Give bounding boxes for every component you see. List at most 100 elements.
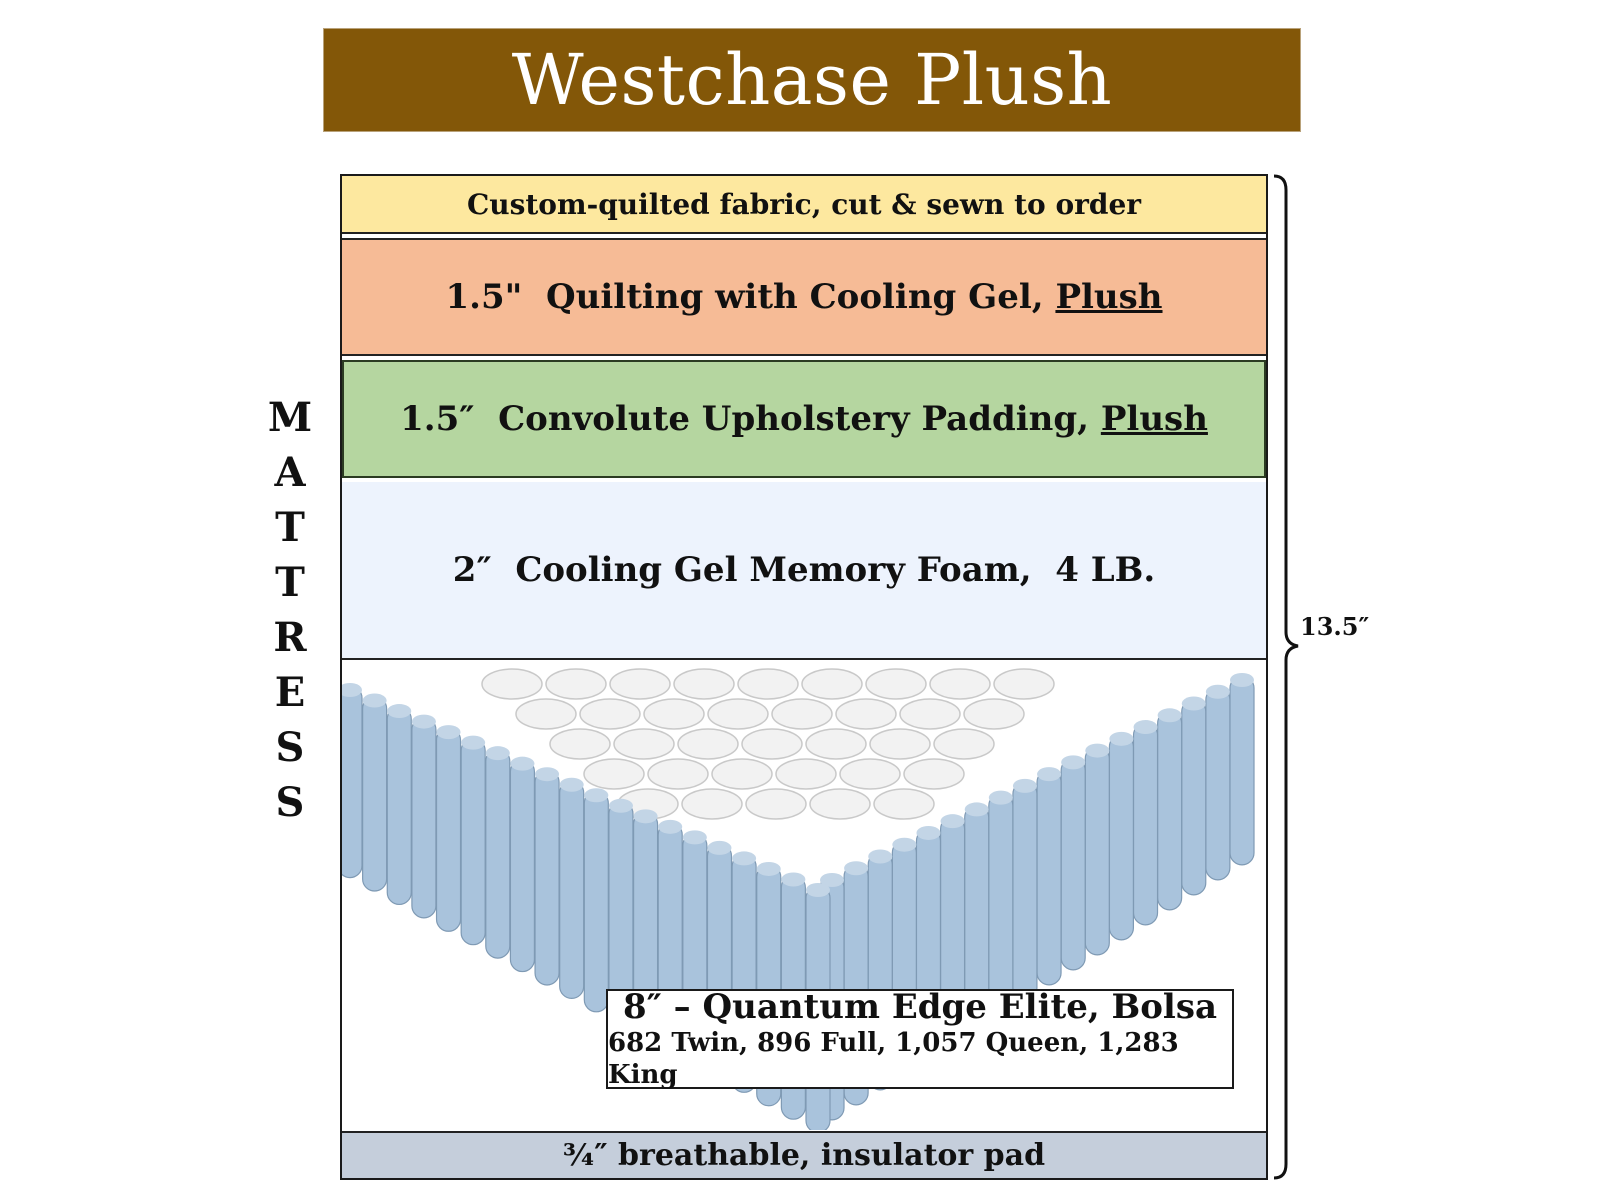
edge-coil-cap [1230,673,1254,687]
edge-coil [460,738,486,946]
edge-coil [1181,698,1207,896]
edge-coil-cap [707,840,732,855]
edge-coil-cap [535,767,560,782]
edge-coil [485,748,511,959]
edge-coil [534,769,560,986]
side-label-mattress: M A T T R E S S [262,390,318,830]
edge-coil-cap [362,693,387,708]
edge-coil [1108,734,1135,941]
edge-coil-cap [633,809,658,824]
coil-top [609,668,671,700]
edge-coil-cap [1205,684,1230,699]
edge-coil [362,695,388,892]
layer-quilting: 1.5" Quilting with Cooling Gel, Plush [342,238,1266,356]
edge-coil [386,706,412,906]
side-letter: S [275,724,305,771]
edge-coil [583,790,609,1013]
side-letter: E [274,669,306,716]
coil-top [673,668,735,700]
coil-top [711,758,773,790]
coil-top [771,698,833,730]
coil-top [613,728,675,760]
edge-coil [1132,722,1159,926]
edge-coil-cap [559,777,584,792]
coil-top [545,668,607,700]
edge-coil-cap [342,683,362,697]
edge-coil-cap [1181,696,1206,711]
coil-counts: 682 Twin, 896 Full, 1,057 Queen, 1,283 K… [608,1028,1179,1090]
edge-coil-cap [868,849,893,864]
edge-coil-cap [682,830,707,845]
coil-top [515,698,577,730]
edge-coil [1205,687,1231,881]
height-bracket [1273,174,1299,1180]
coil-top [801,668,863,700]
side-letter: T [275,559,305,606]
edge-coil [1012,781,1038,1001]
side-letter: T [275,504,305,551]
coil-top [707,698,769,730]
coil-top [963,698,1025,730]
edge-coil-cap [916,825,941,840]
edge-coil-cap [1012,778,1037,793]
edge-coil-cap [584,788,609,803]
edge-coil [435,727,462,932]
coil-top [903,758,965,790]
edge-coil [1084,745,1110,956]
edge-coil [559,780,585,999]
mattress-cross-section: Custom-quilted fabric, cut & sewn to ord… [340,174,1268,1180]
coil-top [583,758,645,790]
layer-quilting-label: 1.5" Quilting with Cooling Gel, Plush [445,277,1163,317]
coil-top [929,668,991,700]
edge-coil [1060,757,1086,971]
coil-label-box: 8″ – Quantum Edge Elite, Bolsa 682 Twin,… [606,987,1234,1090]
page-title: Westchase Plush [511,39,1113,121]
edge-coil-cap [940,814,965,829]
edge-coil-cap [892,837,917,852]
coil-top [899,698,961,730]
coil-top [647,758,709,790]
coil-top [805,728,867,760]
edge-coil-cap [781,872,806,887]
edge-coil-cap [387,704,412,719]
edge-coil-cap [988,790,1013,805]
edge-coil-cap [806,883,830,897]
edge-coil [1157,710,1183,911]
coil-top [737,668,799,700]
side-letter: A [274,449,306,496]
coil-top [745,788,807,820]
total-thickness: 13.5″ [1300,612,1370,641]
layer-padding: 1.5″ Convolute Upholstery Padding, Plush [342,360,1266,478]
edge-coil-cap [485,746,510,761]
edge-coil [1036,769,1062,986]
edge-coil-cap [1109,731,1134,746]
firmness-plush: Plush [1055,277,1163,317]
coil-top [481,668,543,700]
coil-top [677,728,739,760]
edge-coil-cap [1157,708,1182,723]
coil-top [643,698,705,730]
edge-coil-cap [756,861,781,876]
coil-top [835,698,897,730]
layer-foam-label: 2″ Cooling Gel Memory Foam, 4 LB. [452,550,1156,590]
coil-top [839,758,901,790]
layer-padding-label: 1.5″ Convolute Upholstery Padding, Plush [400,399,1208,439]
coil-top [869,728,931,760]
coil-top [865,668,927,700]
edge-coil-cap [1037,767,1062,782]
edge-coil [509,759,536,973]
layer-fabric-label: Custom-quilted fabric, cut & sewn to ord… [466,187,1142,221]
edge-coil [342,685,363,879]
coil-top [681,788,743,820]
edge-coil-cap [436,725,461,740]
layer-fabric: Custom-quilted fabric, cut & sewn to ord… [342,176,1266,234]
side-letter: S [275,779,305,826]
coil-top [549,728,611,760]
edge-coil [411,716,437,919]
edge-coil-cap [658,819,683,834]
edge-coil-cap [820,873,844,887]
side-letter: M [267,394,313,441]
edge-coil [988,793,1014,1016]
edge-coil-cap [732,851,757,866]
coil-top [809,788,871,820]
